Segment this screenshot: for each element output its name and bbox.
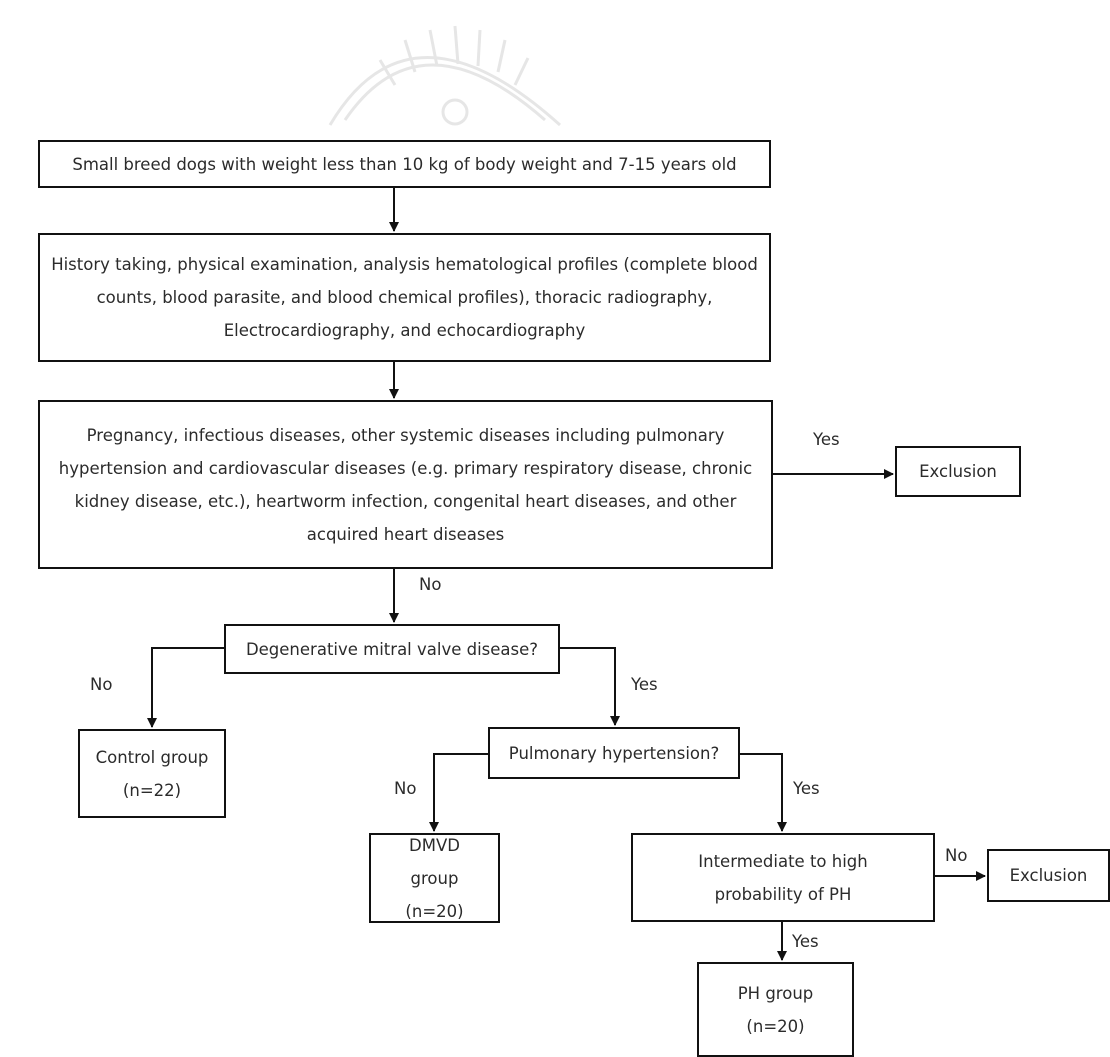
edge-label-dmvd-no: No — [90, 675, 113, 694]
edge-label-prob-yes: Yes — [792, 932, 819, 951]
edge-label-dmvd-yes: Yes — [631, 675, 658, 694]
exclusion-box-2: Exclusion — [987, 849, 1110, 902]
dmvd-question-text: Degenerative mitral valve disease? — [245, 639, 539, 659]
ph-group-count: (n=20) — [746, 1016, 805, 1036]
control-group-label: Control group — [95, 747, 209, 767]
edge-label-exclusion-yes: Yes — [813, 430, 840, 449]
arrow-to-ph-probability — [739, 753, 787, 832]
exclusion-check-box: Pregnancy, infectious diseases, other sy… — [38, 400, 773, 569]
ph-group-label: PH group — [737, 983, 814, 1003]
exclusion-check-text: Pregnancy, infectious diseases, other sy… — [58, 425, 753, 544]
dmvd-group-label: DMVD group — [409, 835, 460, 888]
dmvd-question-box: Degenerative mitral valve disease? — [224, 624, 560, 674]
exclusion-1-text: Exclusion — [919, 462, 997, 481]
arrow-to-control-group — [147, 647, 224, 728]
edge-label-prob-no: No — [945, 846, 968, 865]
inclusion-criteria-text: Small breed dogs with weight less than 1… — [72, 154, 737, 174]
ph-probability-line2: probability of PH — [714, 884, 852, 904]
control-group-box: Control group (n=22) — [78, 729, 226, 818]
workup-text: History taking, physical examination, an… — [51, 255, 758, 340]
dmvd-group-box: DMVD group (n=20) — [369, 833, 500, 923]
exclusion-2-text: Exclusion — [1009, 866, 1088, 885]
exclusion-box-1: Exclusion — [895, 446, 1021, 497]
ph-question-text: Pulmonary hypertension? — [508, 743, 720, 763]
inclusion-criteria-box: Small breed dogs with weight less than 1… — [38, 140, 771, 188]
ph-group-box: PH group (n=20) — [697, 962, 854, 1057]
workup-box: History taking, physical examination, an… — [38, 233, 771, 362]
dmvd-group-count: (n=20) — [405, 901, 464, 921]
edge-label-exclusion-no: No — [419, 575, 442, 594]
ph-question-box: Pulmonary hypertension? — [488, 727, 740, 779]
edge-label-ph-no: No — [394, 779, 417, 798]
control-group-count: (n=22) — [122, 780, 182, 800]
edge-label-ph-yes: Yes — [793, 779, 820, 798]
arrow-to-ph-question — [559, 647, 620, 726]
ph-probability-line1: Intermediate to high — [698, 851, 868, 871]
ph-probability-box: Intermediate to high probability of PH — [631, 833, 935, 922]
arrow-to-dmvd-group — [429, 753, 489, 832]
